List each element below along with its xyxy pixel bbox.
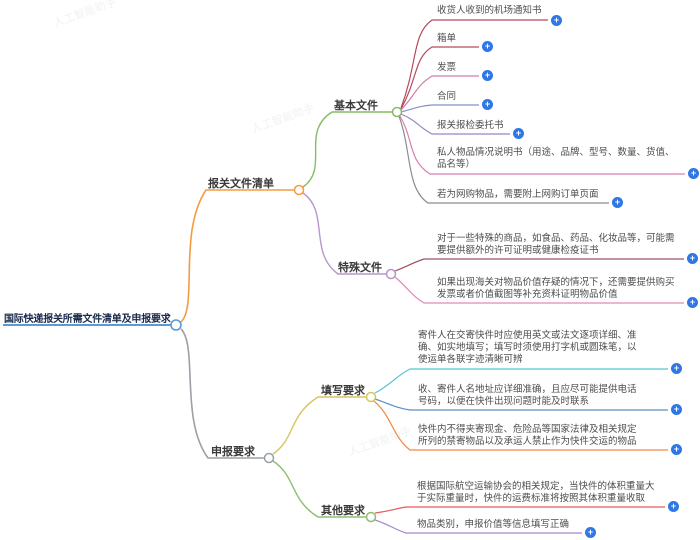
leaf-basic-2[interactable]: 发票 [437, 62, 457, 73]
add-child-button[interactable]: + [687, 297, 698, 308]
add-child-button[interactable]: + [671, 363, 682, 374]
branch-line-filling [272, 396, 366, 455]
node-other[interactable]: 其他要求 [321, 505, 365, 517]
leaf-line-basic-2 [400, 75, 479, 111]
node-declare[interactable]: 申报要求 [211, 446, 255, 458]
leaf-line-filling-0 [374, 368, 668, 394]
toggle-root[interactable] [170, 319, 182, 331]
leaf-line-other-0 [374, 506, 665, 514]
leaf-line-special-0 [394, 258, 684, 272]
add-child-button[interactable]: + [513, 128, 524, 139]
add-child-button[interactable]: + [688, 168, 699, 179]
leaf-line-basic-4 [400, 113, 510, 135]
node-root[interactable]: 国际快递报关所需文件清单及申报要求 [4, 314, 171, 325]
toggle-special[interactable] [385, 268, 397, 280]
branch-line-declare [180, 328, 264, 459]
leaf-basic-0[interactable]: 收货人收到的机场通知书 [437, 5, 542, 16]
leaf-line-filling-2 [373, 400, 668, 451]
leaf-basic-1[interactable]: 箱单 [437, 33, 457, 44]
toggle-other[interactable] [365, 511, 377, 523]
leaf-filling-1[interactable]: 收、寄件人名地址应详细准确，且应尽可能提供电话号码，以便在快件出现问题时能及时联… [418, 384, 637, 407]
branch-line-other [272, 460, 366, 518]
leaf-basic-3[interactable]: 合同 [437, 91, 457, 102]
leaf-other-1[interactable]: 物品类别，申报价值等信息填写正确 [417, 519, 570, 530]
add-child-button[interactable]: + [668, 501, 679, 512]
leaf-special-0[interactable]: 对于一些特殊的商品，如食品、药品、化妆品等，可能需要提供额外的许可证明或健康检疫… [437, 233, 675, 256]
node-filling[interactable]: 填写要求 [321, 385, 365, 397]
node-special[interactable]: 特殊文件 [338, 262, 382, 274]
leaf-filling-2[interactable]: 快件内不得夹寄现金、危险品等国家法律及相关规定所列的禁寄物品以及承运人禁止作为快… [418, 424, 637, 447]
leaf-line-filling-1 [374, 398, 668, 411]
toggle-docs[interactable] [293, 184, 305, 196]
leaf-line-basic-0 [400, 19, 548, 109]
add-child-button[interactable]: + [551, 15, 562, 26]
add-child-button[interactable]: + [671, 444, 682, 455]
leaf-filling-0[interactable]: 寄件人在交寄快件时应使用英文或法文逐项详细、准确、如实地填写；填写时须使用打字机… [418, 330, 637, 365]
add-child-button[interactable]: + [687, 253, 698, 264]
branch-line-basic [302, 111, 392, 188]
leaf-basic-5[interactable]: 私人物品情况说明书（用途、品牌、型号、数量、货值、品名等） [437, 147, 675, 170]
branch-line-special [302, 192, 386, 275]
add-child-button[interactable]: + [585, 527, 596, 538]
leaf-line-basic-1 [400, 46, 479, 110]
add-child-button[interactable]: + [482, 41, 493, 52]
add-child-button[interactable]: + [482, 99, 493, 110]
leaf-line-basic-3 [400, 104, 479, 113]
leaf-basic-4[interactable]: 报关报检委托书 [437, 120, 504, 131]
leaf-other-0[interactable]: 根据国际航空运输协会的相关规定，当快件的体积重量大于实际重量时，快件的运费标准将… [417, 481, 655, 504]
toggle-filling[interactable] [365, 391, 377, 403]
add-child-button[interactable]: + [671, 404, 682, 415]
add-child-button[interactable]: + [612, 197, 623, 208]
node-basic[interactable]: 基本文件 [334, 100, 378, 112]
leaf-line-other-1 [374, 519, 582, 534]
leaf-line-basic-5 [399, 115, 685, 175]
branch-line-docs [180, 189, 294, 323]
leaf-line-basic-6 [398, 115, 609, 204]
toggle-basic[interactable] [391, 106, 403, 118]
node-docs[interactable]: 报关文件清单 [208, 178, 274, 190]
leaf-line-special-1 [394, 276, 684, 304]
add-child-button[interactable]: + [482, 70, 493, 81]
leaf-basic-6[interactable]: 若为网购物品，需要附上网购订单页面 [437, 189, 599, 200]
toggle-declare[interactable] [263, 452, 275, 464]
leaf-special-1[interactable]: 如果出现海关对物品价值存疑的情况下，还需要提供购买发票或者价值截图等补充资料证明… [437, 277, 675, 300]
